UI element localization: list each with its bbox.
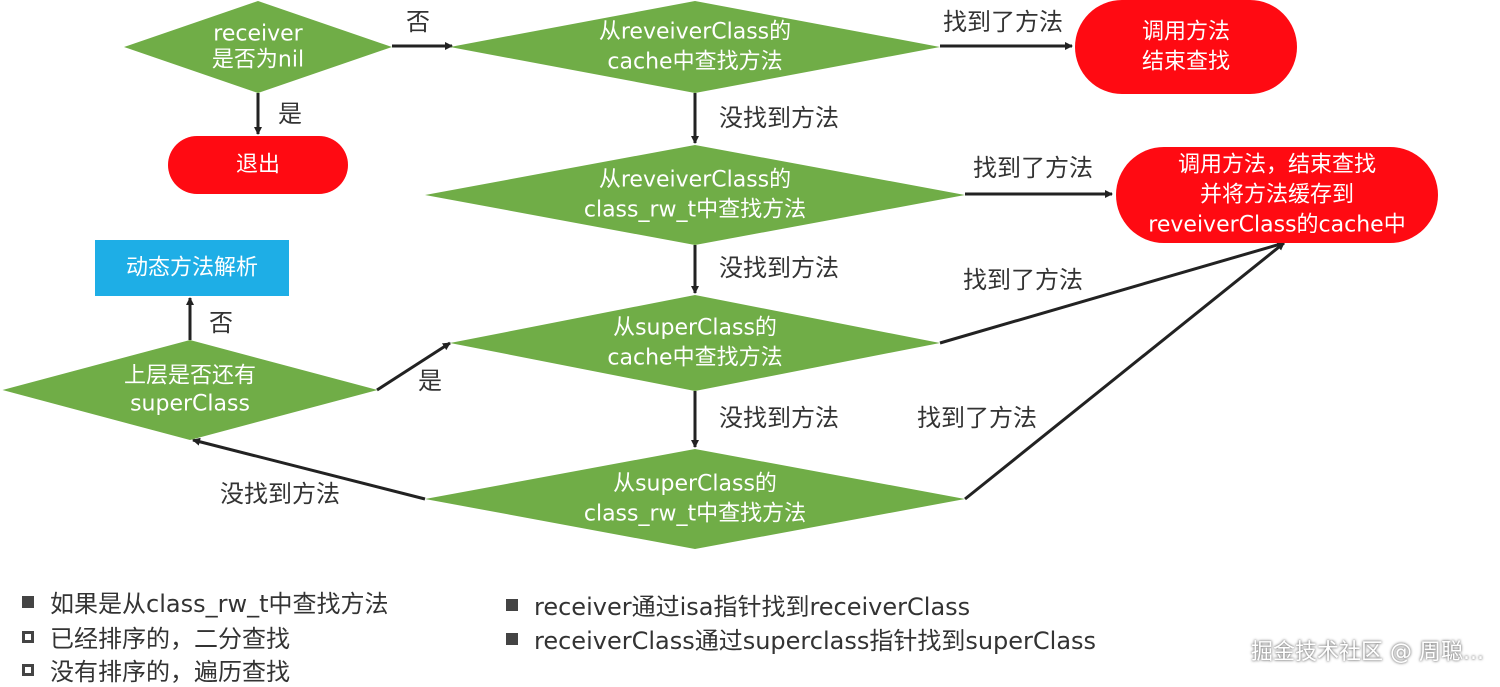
node-text-line: reveiverClass的cache中 <box>1148 213 1405 238</box>
terminal-shape <box>1116 147 1438 243</box>
decision-shape <box>2 340 378 440</box>
edge-superrw-found <box>964 241 1285 501</box>
edge-label-no-1: 否 <box>406 8 430 36</box>
legend-text: 没有排序的，遍历查找 <box>50 658 290 686</box>
node-text-line: class_rw_t中查找方法 <box>584 502 806 527</box>
node-d-cache: 从reveiverClass的 cache中查找方法 <box>450 1 940 93</box>
legend-item-superclass: receiverClass通过superclass指针找到superClass <box>506 621 1096 656</box>
decision-shape <box>425 449 965 549</box>
node-text-line: 从reveiverClass的 <box>599 20 791 45</box>
node-text-line: 动态方法解析 <box>126 256 258 281</box>
legend-item-rw-lookup: 如果是从class_rw_t中查找方法 <box>22 584 388 619</box>
node-d-has-super: 上层是否还有 superClass <box>2 340 378 440</box>
watermark: 掘金技术社区 @ 周聪... <box>1251 640 1484 665</box>
edge-label-found-4: 找到了方法 <box>917 404 1037 432</box>
node-text-line: 从superClass的 <box>613 316 777 341</box>
edge-label-found-1: 找到了方法 <box>943 8 1063 36</box>
legend-text: receiver通过isa指针找到receiverClass <box>534 593 971 621</box>
node-text-line: 调用方法，结束查找 <box>1178 153 1376 178</box>
node-text-line: 并将方法缓存到 <box>1200 183 1354 208</box>
edge-supercache-found <box>939 241 1285 345</box>
node-text-line: 退出 <box>236 153 280 178</box>
decision-shape <box>124 1 392 93</box>
edge-label-notfound-2: 没找到方法 <box>719 254 839 282</box>
node-p-dynamic: 动态方法解析 <box>95 240 289 296</box>
edge-label-found-3: 找到了方法 <box>963 266 1083 294</box>
edge-label-no-2: 否 <box>209 309 233 337</box>
legend-text: receiverClass通过superclass指针找到superClass <box>534 627 1097 655</box>
edge-label-found-2: 找到了方法 <box>973 154 1093 182</box>
legend-bullet <box>506 598 518 611</box>
node-text-line: 是否为nil <box>212 48 304 73</box>
edge-hassuper-yes <box>376 341 451 392</box>
node-text-line: superClass <box>130 392 250 417</box>
edge-label-notfound-1: 没找到方法 <box>719 104 839 132</box>
decision-shape <box>450 1 940 93</box>
node-text-line: 从superClass的 <box>613 472 777 497</box>
node-text-line: 上层是否还有 <box>124 364 256 389</box>
node-text-line: receiver <box>213 22 303 47</box>
node-t-exit: 退出 <box>168 136 348 194</box>
legend-bullet <box>22 630 34 643</box>
terminal-shape <box>168 136 348 194</box>
edge-superrw-notfound <box>192 437 426 501</box>
edge-label-yes-2: 是 <box>418 367 442 395</box>
legend-item-binary-search: 已经排序的，二分查找 <box>22 619 290 654</box>
legend-text: 如果是从class_rw_t中查找方法 <box>50 590 389 618</box>
legend-item-linear-search: 没有排序的，遍历查找 <box>22 652 290 687</box>
process-shape <box>95 240 289 296</box>
legend-bullet <box>22 663 34 676</box>
legend-bullet <box>22 595 34 608</box>
decision-shape <box>450 295 940 391</box>
legend-bullet <box>506 632 518 645</box>
decision-shape <box>425 145 965 245</box>
node-d-super-cache: 从superClass的 cache中查找方法 <box>450 295 940 391</box>
legend-text: 已经排序的，二分查找 <box>50 625 290 653</box>
edge-label-yes-1: 是 <box>278 100 302 128</box>
node-text-line: 结束查找 <box>1142 50 1230 75</box>
node-d-rw: 从reveiverClass的 class_rw_t中查找方法 <box>425 145 965 245</box>
node-text-line: 从reveiverClass的 <box>599 168 791 193</box>
node-text-line: class_rw_t中查找方法 <box>584 198 806 223</box>
edge-label-notfound-4: 没找到方法 <box>220 480 340 508</box>
terminal-shape <box>1075 0 1297 94</box>
node-d-super-rw: 从superClass的 class_rw_t中查找方法 <box>425 449 965 549</box>
legend-item-isa: receiver通过isa指针找到receiverClass <box>506 587 970 622</box>
node-text-line: cache中查找方法 <box>607 50 782 75</box>
node-text-line: 调用方法 <box>1142 20 1230 45</box>
node-text-line: cache中查找方法 <box>607 346 782 371</box>
edge-label-notfound-3: 没找到方法 <box>719 404 839 432</box>
